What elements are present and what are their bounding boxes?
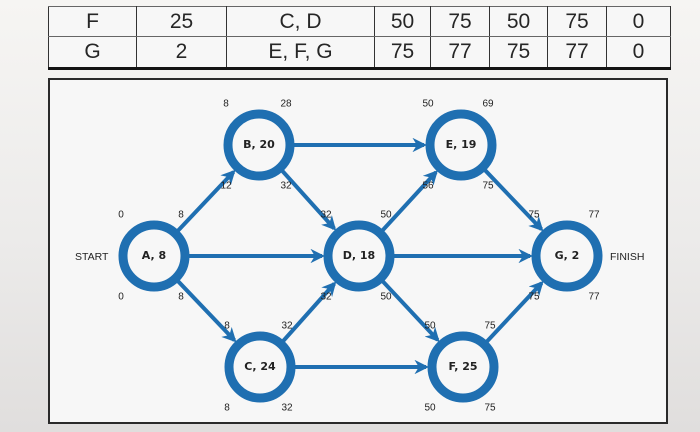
node-ls-label: 12 <box>220 181 232 192</box>
node-lf-label: 75 <box>484 403 496 414</box>
edge-a-b <box>176 169 236 232</box>
node-layer: A, 8 0 8 0 8 B, 20 8 28 12 32 C, 24 8 32 8 32 D, 18 32 50… <box>118 99 603 414</box>
node-ef-label: 77 <box>588 210 600 221</box>
node-ring <box>427 331 499 403</box>
table-cell: F <box>48 5 137 38</box>
table-cell: 77 <box>547 36 607 69</box>
node-es-label: 50 <box>422 99 434 110</box>
node-lf-label: 50 <box>380 292 392 303</box>
table-cell: 0 <box>606 5 671 38</box>
node-d: D, 18 32 50 32 50 <box>320 210 395 303</box>
node-es-label: 75 <box>528 210 540 221</box>
node-lf-label: 32 <box>280 181 292 192</box>
edge-d-f <box>381 280 440 343</box>
table-cell: E, F, G <box>226 36 375 69</box>
node-label: B, 20 <box>243 138 275 151</box>
node-ef-label: 75 <box>484 321 496 332</box>
activity-table: F 25 C, D 50 75 50 75 0 G 2 E, F, G 75 7… <box>48 5 671 70</box>
node-ls-label: 50 <box>424 403 436 414</box>
table-cell: 50 <box>374 5 431 38</box>
node-ring <box>118 220 190 292</box>
node-es-label: 50 <box>424 321 436 332</box>
node-g: G, 2 75 77 75 77 <box>528 210 603 303</box>
node-e: E, 19 50 69 56 75 <box>422 99 497 192</box>
node-ef-label: 69 <box>482 99 494 110</box>
node-es-label: 8 <box>223 99 229 110</box>
table-cell: 75 <box>489 36 548 69</box>
node-f: F, 25 50 75 50 75 <box>424 321 499 414</box>
node-a: A, 8 0 8 0 8 <box>118 210 190 303</box>
node-label: D, 18 <box>343 249 375 262</box>
node-label: C, 24 <box>244 360 276 373</box>
edge-b-d <box>280 169 337 231</box>
table-cell: C, D <box>226 5 375 38</box>
node-ef-label: 32 <box>281 321 293 332</box>
node-ls-label: 32 <box>320 292 332 303</box>
table-cell: 2 <box>136 36 227 69</box>
node-label: F, 25 <box>448 360 477 373</box>
node-es-label: 8 <box>224 321 230 332</box>
node-lf-label: 75 <box>482 181 494 192</box>
table-row: G 2 E, F, G 75 77 75 77 0 <box>48 36 671 69</box>
node-label: E, 19 <box>446 138 477 151</box>
node-ring <box>531 220 603 292</box>
start-label: START <box>75 251 109 263</box>
node-c: C, 24 8 32 8 32 <box>224 321 296 414</box>
table-cell: 50 <box>489 5 548 38</box>
node-ring <box>425 109 497 181</box>
node-b: B, 20 8 28 12 32 <box>220 99 295 192</box>
node-ls-label: 75 <box>528 292 540 303</box>
edge-e-g <box>483 168 544 232</box>
edge-a-c <box>176 279 237 343</box>
finish-label: FINISH <box>610 251 644 263</box>
node-es-label: 32 <box>320 210 332 221</box>
node-lf-label: 77 <box>588 292 600 303</box>
edge-f-g <box>485 280 544 343</box>
table-cell: 25 <box>136 5 227 38</box>
node-label: A, 8 <box>142 249 166 262</box>
node-ring <box>323 220 395 292</box>
node-ring <box>223 109 295 181</box>
node-es-label: 0 <box>118 210 124 221</box>
node-lf-label: 8 <box>178 292 184 303</box>
table-cell: 75 <box>430 5 490 38</box>
edge-d-e <box>381 170 438 232</box>
edge-c-d <box>281 281 337 343</box>
node-ls-label: 8 <box>224 403 230 414</box>
node-label: G, 2 <box>555 249 580 262</box>
node-ls-label: 0 <box>118 292 124 303</box>
table-cell: 77 <box>430 36 490 69</box>
node-ef-label: 8 <box>178 210 184 221</box>
node-ef-label: 50 <box>380 210 392 221</box>
node-ef-label: 28 <box>280 99 292 110</box>
table-row: F 25 C, D 50 75 50 75 0 <box>48 5 671 38</box>
edge-layer <box>176 137 544 375</box>
table-cell: 0 <box>606 36 671 69</box>
table-cell: 75 <box>547 5 607 38</box>
table-cell: G <box>48 36 137 69</box>
node-lf-label: 32 <box>281 403 293 414</box>
node-ls-label: 56 <box>422 181 434 192</box>
node-ring <box>224 331 296 403</box>
